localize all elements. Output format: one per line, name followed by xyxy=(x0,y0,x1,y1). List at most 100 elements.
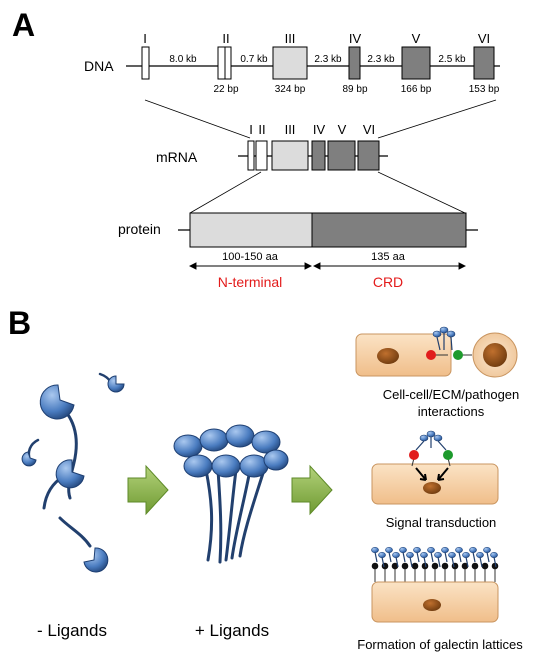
mrna-exon-4 xyxy=(311,140,326,171)
dna-label: DNA xyxy=(84,58,114,74)
galectin-crd-lobe xyxy=(199,428,229,452)
glycan-dot xyxy=(491,562,499,570)
exon-2-numeral: II xyxy=(222,31,229,46)
glycan-dot xyxy=(431,562,439,570)
galectin-stalk xyxy=(472,551,476,563)
glycan-dot xyxy=(401,562,409,570)
galectin-monomer xyxy=(58,516,109,573)
panel-b-label: B xyxy=(8,305,31,341)
lattice-galectin xyxy=(448,551,456,559)
green-glycan xyxy=(443,450,453,460)
glycan-dot xyxy=(411,562,419,570)
cell-cell-caption-line2: interactions xyxy=(418,404,485,419)
dna-exon-4: IV 89 bp xyxy=(342,31,367,95)
galectin-stalk xyxy=(493,556,497,568)
dna-mrna-connector-left xyxy=(144,99,251,139)
mrna-protein-connector-right xyxy=(377,171,466,214)
plus-ligands-caption: + Ligands xyxy=(195,621,269,640)
glycan-dot xyxy=(371,562,379,570)
exon-5-size: 166 bp xyxy=(401,84,432,95)
signal-arrow xyxy=(437,467,449,481)
intron-1-size: 8.0 kb xyxy=(169,54,197,65)
lattice-galectin xyxy=(476,551,484,559)
galectin-stalk xyxy=(402,551,406,563)
intron-4-size: 2.3 kb xyxy=(367,54,395,65)
galectin-monomer xyxy=(21,438,40,467)
galectin-monomers xyxy=(21,372,125,573)
green-arrow-1 xyxy=(127,464,169,516)
galectin-stalk xyxy=(423,556,427,568)
round-cell-nucleus xyxy=(483,343,507,367)
lattice-galectin xyxy=(483,546,491,554)
protein-n-terminal-domain xyxy=(189,212,313,248)
intron-5-size: 2.5 kb xyxy=(438,54,466,65)
mrna-exon-2-numeral: II xyxy=(258,122,265,137)
exon-6-size: 153 bp xyxy=(469,84,500,95)
exon-4-numeral: IV xyxy=(349,31,362,46)
signal-caption: Signal transduction xyxy=(386,515,497,530)
glycan-dot xyxy=(381,562,389,570)
mrna-exon-5-numeral: V xyxy=(338,122,347,137)
mrna-exon-1 xyxy=(247,140,255,171)
galectin-crd-lobe xyxy=(211,454,241,478)
lattice-galectin xyxy=(427,546,435,554)
crd-span-arrow xyxy=(312,262,467,270)
galectin-crd-lobe xyxy=(251,430,281,454)
dna-exon-2: II 22 bp xyxy=(213,31,238,95)
protein-label: protein xyxy=(118,221,161,237)
galectin-stalk xyxy=(409,556,413,568)
panel-a-label: A xyxy=(12,7,35,43)
galectin-stalk xyxy=(388,551,392,563)
galectin-stalk xyxy=(486,551,490,563)
lattice-galectin xyxy=(413,546,421,554)
galectin-stalk xyxy=(437,556,441,568)
mrna-label: mRNA xyxy=(156,149,198,165)
cell-cell-caption-line1: Cell-cell/ECM/pathogen xyxy=(383,387,520,402)
lattice-galectin xyxy=(420,551,428,559)
galectin-stalk xyxy=(451,556,455,568)
glycan-dot xyxy=(451,562,459,570)
exon-2-size: 22 bp xyxy=(213,84,238,95)
n-terminal-length: 100-150 aa xyxy=(222,251,279,263)
exon-3-numeral: III xyxy=(285,31,296,46)
lattice-caption: Formation of galectin lattices xyxy=(357,637,523,652)
lattice-galectin xyxy=(399,546,407,554)
crd-name: CRD xyxy=(373,274,403,290)
galectin-monomer xyxy=(42,459,85,510)
glycan-dot xyxy=(471,562,479,570)
galectin-stalk xyxy=(374,551,378,563)
cell-cell-interaction-illustration xyxy=(355,326,518,378)
intron-3-size: 2.3 kb xyxy=(314,54,342,65)
lattice-galectin xyxy=(469,546,477,554)
dna-mrna-connector-right xyxy=(377,99,497,139)
mrna-protein-connector-left xyxy=(189,171,262,214)
dna-exon-5: V 166 bp xyxy=(401,31,432,95)
exon-3-size: 324 bp xyxy=(275,84,306,95)
lattice-galectin xyxy=(406,551,414,559)
mrna-exon-1-numeral: I xyxy=(249,122,253,137)
galectin-stalk xyxy=(416,551,420,563)
red-glycan xyxy=(426,350,436,360)
glycan-dot xyxy=(481,562,489,570)
intron-2-size: 0.7 kb xyxy=(240,54,268,65)
galectin-stalk xyxy=(479,556,483,568)
galectin-stalk xyxy=(458,551,462,563)
glycan-dot xyxy=(461,562,469,570)
galectin-stalk xyxy=(430,551,434,563)
lattice-illustration xyxy=(371,546,499,623)
mrna-exon-6-numeral: VI xyxy=(363,122,375,137)
crd-length: 135 aa xyxy=(371,251,406,263)
mrna-exon-6 xyxy=(357,140,380,171)
exon-5-numeral: V xyxy=(412,31,421,46)
dna-exon-3: III 324 bp xyxy=(272,31,308,95)
mrna-exon-3-numeral: III xyxy=(285,122,296,137)
n-terminal-span-arrow xyxy=(188,262,313,270)
mrna-exon-5 xyxy=(327,140,356,171)
lattice-galectin xyxy=(371,546,379,554)
minus-ligands-caption: - Ligands xyxy=(37,621,107,640)
galectin-crd-lobe xyxy=(225,424,255,448)
lattice-galectin xyxy=(490,551,498,559)
lattice-galectin xyxy=(385,546,393,554)
lattice-galectin xyxy=(455,546,463,554)
